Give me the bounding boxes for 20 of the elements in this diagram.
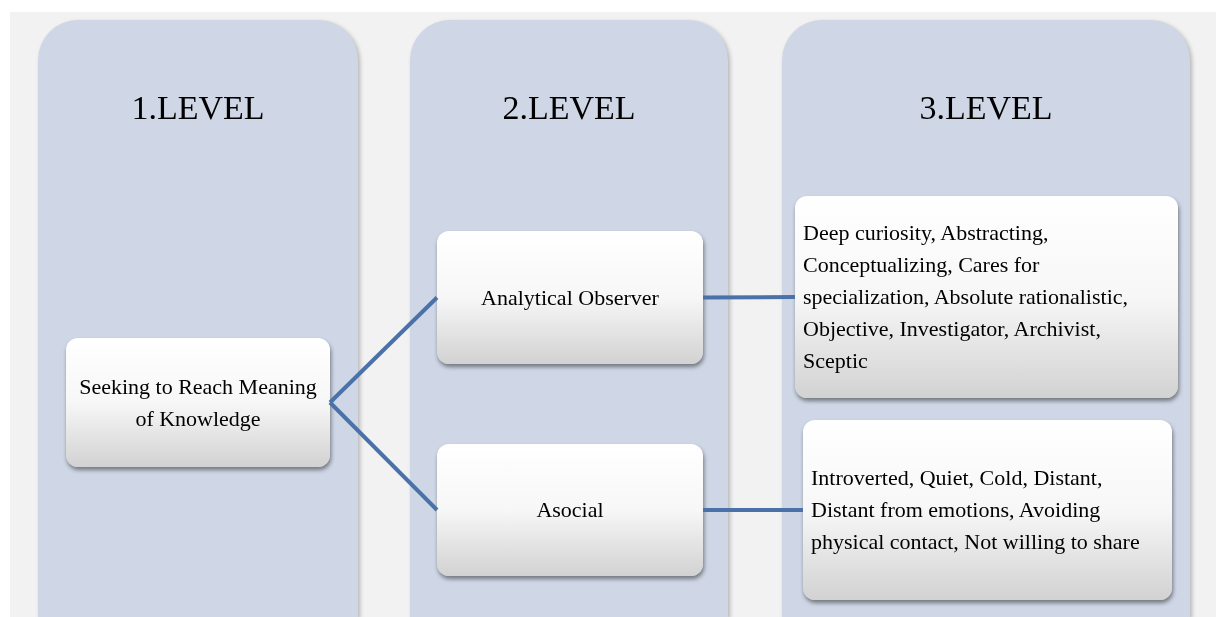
- connector-line: [703, 295, 795, 300]
- level-title: 2.LEVEL: [501, 88, 637, 128]
- level-column: [410, 20, 728, 617]
- box-text: Deep curiosity, Abstracting, Conceptualizing, Cares for specialization, Absolute rationalistic, Objective, Investigator, Archivist, Sceptic: [803, 219, 1130, 375]
- box-text: Analytical Observer: [481, 283, 659, 312]
- connector-line: [328, 401, 439, 512]
- level-column: [38, 20, 358, 617]
- trait-box: [795, 196, 1178, 398]
- connector-line: [703, 508, 803, 512]
- box-text: Seeking to Reach Meaning of Knowledge: [78, 372, 318, 433]
- trait-box: [66, 338, 330, 467]
- level-column: [782, 20, 1190, 617]
- trait-box: [437, 231, 703, 364]
- trait-box: [437, 444, 703, 576]
- trait-box: [803, 420, 1172, 600]
- box-text: Introverted, Quiet, Cold, Distant, Distant from emotions, Avoiding physical contact, Not willing to share: [811, 464, 1141, 556]
- box-text: Asocial: [536, 496, 604, 524]
- level-title: 1.LEVEL: [130, 88, 266, 128]
- level-title: 3.LEVEL: [918, 88, 1054, 128]
- connector-line: [328, 296, 439, 404]
